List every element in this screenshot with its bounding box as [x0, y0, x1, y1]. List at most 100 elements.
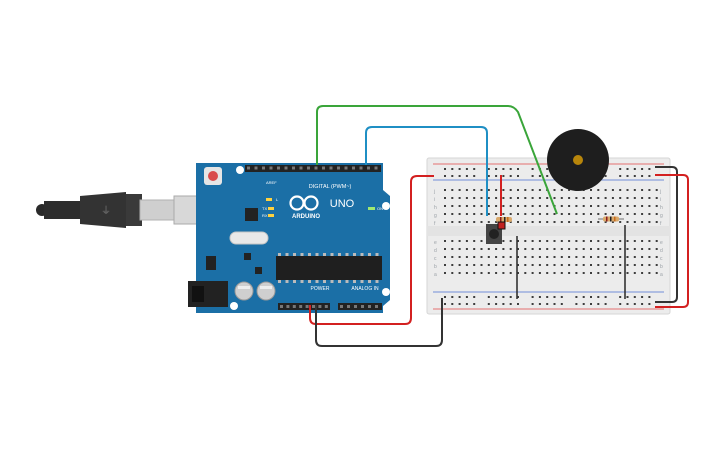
breadboard-hole[interactable]	[641, 240, 644, 242]
breadboard-hole[interactable]	[553, 272, 556, 274]
breadboard-hole[interactable]	[626, 303, 629, 305]
breadboard-hole[interactable]	[509, 264, 512, 266]
breadboard-hole[interactable]	[538, 248, 541, 250]
breadboard-hole[interactable]	[487, 213, 490, 215]
breadboard-hole[interactable]	[597, 189, 600, 191]
breadboard-hole[interactable]	[444, 213, 446, 215]
breadboard-hole[interactable]	[648, 256, 651, 258]
breadboard-hole[interactable]	[465, 296, 468, 298]
breadboard-hole[interactable]	[619, 248, 622, 250]
breadboard-hole[interactable]	[626, 197, 629, 199]
breadboard-hole[interactable]	[487, 303, 490, 305]
breadboard-hole[interactable]	[538, 189, 541, 191]
breadboard-hole[interactable]	[641, 205, 644, 207]
breadboard-hole[interactable]	[560, 205, 563, 207]
breadboard-hole[interactable]	[546, 303, 549, 305]
breadboard-hole[interactable]	[648, 221, 651, 223]
breadboard-hole[interactable]	[619, 296, 622, 298]
breadboard-hole[interactable]	[626, 248, 629, 250]
header-pin[interactable]	[375, 305, 378, 308]
breadboard-hole[interactable]	[495, 303, 498, 305]
breadboard-hole[interactable]	[451, 240, 454, 242]
breadboard-hole[interactable]	[546, 272, 549, 274]
breadboard-hole[interactable]	[626, 256, 629, 258]
breadboard-hole[interactable]	[568, 205, 571, 207]
breadboard-hole[interactable]	[575, 264, 578, 266]
breadboard-hole[interactable]	[531, 272, 534, 274]
breadboard-hole[interactable]	[487, 205, 490, 207]
breadboard-hole[interactable]	[641, 272, 644, 274]
breadboard-hole[interactable]	[575, 240, 578, 242]
breadboard-hole[interactable]	[575, 272, 578, 274]
breadboard-hole[interactable]	[590, 213, 592, 215]
breadboard-hole[interactable]	[633, 168, 636, 170]
breadboard-hole[interactable]	[611, 213, 614, 215]
breadboard-hole[interactable]	[502, 240, 505, 242]
breadboard-hole[interactable]	[538, 272, 541, 274]
breadboard-hole[interactable]	[633, 256, 636, 258]
breadboard-hole[interactable]	[444, 240, 446, 242]
breadboard-hole[interactable]	[626, 168, 629, 170]
breadboard-hole[interactable]	[451, 175, 454, 177]
breadboard-hole[interactable]	[480, 272, 483, 274]
breadboard-hole[interactable]	[619, 168, 622, 170]
breadboard-hole[interactable]	[604, 213, 607, 215]
breadboard-hole[interactable]	[641, 175, 644, 177]
breadboard-hole[interactable]	[546, 296, 549, 298]
breadboard-hole[interactable]	[568, 256, 571, 258]
breadboard-hole[interactable]	[597, 256, 600, 258]
breadboard-hole[interactable]	[560, 197, 563, 199]
breadboard-hole[interactable]	[590, 248, 592, 250]
breadboard-hole[interactable]	[582, 213, 585, 215]
breadboard-hole[interactable]	[553, 213, 556, 215]
breadboard-hole[interactable]	[553, 303, 556, 305]
breadboard-hole[interactable]	[575, 221, 578, 223]
breadboard-hole[interactable]	[619, 256, 622, 258]
breadboard-hole[interactable]	[553, 296, 556, 298]
breadboard-hole[interactable]	[633, 213, 636, 215]
breadboard-hole[interactable]	[444, 197, 446, 199]
breadboard-hole[interactable]	[517, 168, 519, 170]
breadboard-hole[interactable]	[611, 189, 614, 191]
breadboard-hole[interactable]	[531, 189, 534, 191]
breadboard-hole[interactable]	[538, 175, 541, 177]
breadboard-hole[interactable]	[611, 272, 614, 274]
breadboard-hole[interactable]	[575, 197, 578, 199]
breadboard-hole[interactable]	[633, 221, 636, 223]
breadboard-hole[interactable]	[524, 213, 527, 215]
header-pin[interactable]	[344, 166, 348, 170]
breadboard-hole[interactable]	[517, 296, 519, 298]
breadboard-hole[interactable]	[487, 168, 490, 170]
breadboard-hole[interactable]	[444, 264, 446, 266]
breadboard-hole[interactable]	[517, 221, 519, 223]
breadboard-hole[interactable]	[531, 197, 534, 199]
breadboard-hole[interactable]	[538, 264, 541, 266]
breadboard-hole[interactable]	[590, 197, 592, 199]
breadboard-hole[interactable]	[582, 205, 585, 207]
breadboard-hole[interactable]	[582, 264, 585, 266]
breadboard-hole[interactable]	[458, 221, 461, 223]
breadboard-hole[interactable]	[487, 272, 490, 274]
breadboard-hole[interactable]	[531, 213, 534, 215]
breadboard-hole[interactable]	[619, 264, 622, 266]
breadboard-hole[interactable]	[655, 248, 658, 250]
breadboard-hole[interactable]	[502, 168, 505, 170]
breadboard-hole[interactable]	[502, 296, 505, 298]
breadboard-hole[interactable]	[619, 272, 622, 274]
breadboard-hole[interactable]	[655, 272, 658, 274]
breadboard-hole[interactable]	[626, 240, 629, 242]
breadboard-hole[interactable]	[465, 272, 468, 274]
breadboard-hole[interactable]	[509, 197, 512, 199]
breadboard-hole[interactable]	[487, 264, 490, 266]
breadboard-hole[interactable]	[626, 205, 629, 207]
breadboard-hole[interactable]	[553, 248, 556, 250]
breadboard-hole[interactable]	[531, 296, 534, 298]
breadboard-hole[interactable]	[509, 213, 512, 215]
breadboard-hole[interactable]	[458, 296, 461, 298]
breadboard-hole[interactable]	[495, 256, 498, 258]
breadboard-hole[interactable]	[458, 189, 461, 191]
breadboard-hole[interactable]	[568, 264, 571, 266]
breadboard-hole[interactable]	[451, 248, 454, 250]
breadboard-hole[interactable]	[546, 213, 549, 215]
breadboard-hole[interactable]	[582, 240, 585, 242]
